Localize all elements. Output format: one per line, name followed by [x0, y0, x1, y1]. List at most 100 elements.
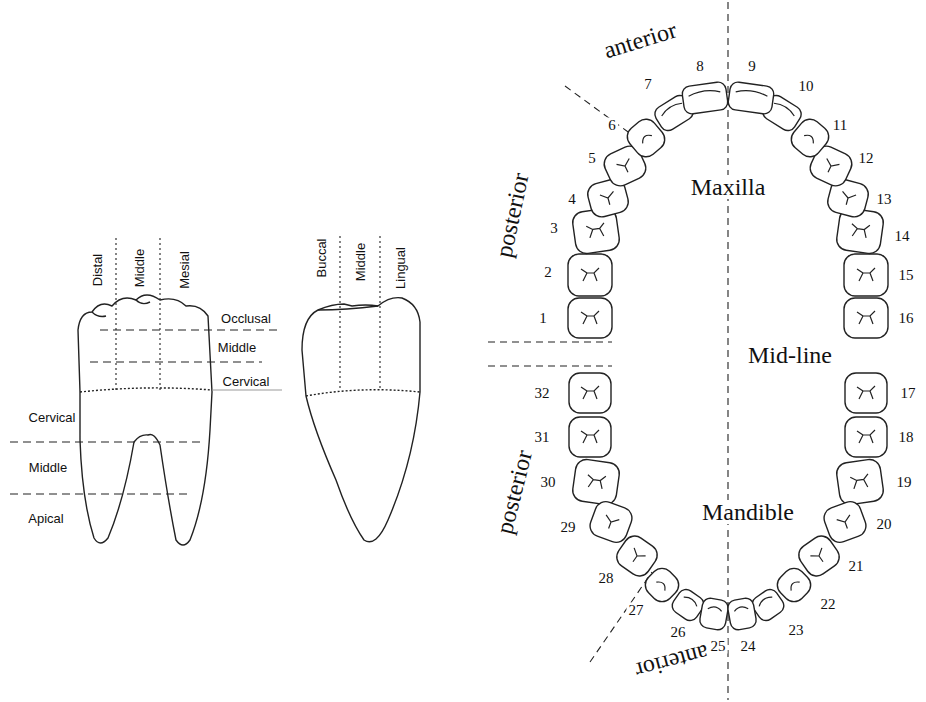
tooth-number-holder: 32 [533, 386, 552, 401]
surface-label-holder: Lingual [394, 245, 407, 291]
zone-label-holder: Occlusal [219, 312, 273, 325]
region-label: anterior [599, 17, 681, 63]
zone-label-holder: Middle [216, 341, 258, 354]
arch-divider [488, 341, 612, 342]
cusp-line [92, 300, 150, 317]
region-label: posterior [492, 446, 537, 538]
zone-label: Cervical [221, 375, 272, 388]
tooth-number-holder: 20 [875, 517, 894, 532]
surface-label-holder: Middle [354, 241, 367, 283]
tooth-number: 23 [787, 623, 806, 638]
zone-label-holder: Cervical [221, 375, 272, 388]
tooth-number: 14 [893, 229, 912, 244]
tooth-number-holder: 27 [627, 603, 646, 618]
tooth-number-holder: 2 [542, 265, 554, 280]
zone-divider [339, 236, 340, 388]
tooth-number: 2 [542, 265, 554, 280]
cemento-enamel-line [306, 390, 420, 396]
tooth-number: 15 [897, 268, 916, 283]
tooth-number: 22 [819, 597, 838, 612]
tooth-number: 13 [875, 192, 894, 207]
zone-divider [212, 389, 282, 390]
zone-label: Distal [91, 252, 104, 289]
tooth-number-holder: 8 [694, 59, 706, 74]
tooth-number: 24 [739, 639, 758, 654]
tooth-outline [699, 597, 730, 631]
jaw-label: Mandible [700, 500, 796, 524]
tooth-number: 5 [586, 151, 598, 166]
jaw-label-holder: Mandible [700, 500, 796, 524]
tooth-outline [568, 254, 612, 296]
tooth-number: 20 [875, 517, 894, 532]
tooth-outline [845, 417, 887, 457]
tooth-outline [844, 298, 888, 338]
zone-label-holder: Middle [133, 247, 146, 289]
cemento-enamel-line [80, 388, 212, 392]
arch-divider [590, 572, 652, 662]
tooth-outline [835, 458, 884, 506]
crown-ridge [318, 306, 378, 310]
zone-divider [10, 441, 200, 442]
tooth-number: 10 [797, 79, 816, 94]
tooth-number-holder: 9 [746, 59, 758, 74]
zone-divider [90, 361, 262, 362]
tooth-number: 28 [597, 571, 616, 586]
surface-label: Middle [354, 241, 367, 283]
premolar-outline [302, 298, 420, 542]
tooth-number: 7 [642, 77, 654, 92]
tooth-outline [845, 373, 887, 413]
tooth-number-holder: 6 [606, 118, 618, 133]
zone-label-holder: Distal [91, 252, 104, 289]
zone-label: Occlusal [219, 312, 273, 325]
tooth-number: 21 [847, 559, 866, 574]
zone-divider [10, 493, 190, 494]
tooth-outline [727, 81, 774, 115]
jaw-label: Maxilla [689, 175, 768, 199]
tooth-number-holder: 23 [787, 623, 806, 638]
zone-label: Apical [26, 512, 65, 525]
tooth-number-holder: 30 [539, 475, 558, 490]
tooth-number-holder: 21 [847, 559, 866, 574]
molar-outline [78, 295, 212, 545]
zone-label-holder: Middle [27, 461, 69, 474]
tooth-number-holder: 18 [897, 430, 916, 445]
tooth-number: 32 [533, 386, 552, 401]
surface-label: Lingual [394, 245, 407, 291]
tooth-outline [681, 81, 728, 115]
zone-divider [379, 236, 380, 388]
tooth-number: 17 [899, 386, 918, 401]
zone-divider [115, 238, 116, 390]
zone-label: Middle [133, 247, 146, 289]
region-label-holder: posterior [492, 446, 537, 538]
mid-line-label-holder: Mid-line [746, 343, 834, 367]
zone-label: Middle [216, 341, 258, 354]
tooth-number-holder: 31 [533, 430, 552, 445]
tooth-number-holder: 3 [548, 221, 560, 236]
tooth-number-holder: 13 [875, 192, 894, 207]
surface-label: Buccal [315, 236, 328, 279]
region-label: posterior [491, 169, 533, 261]
tooth-number: 31 [533, 430, 552, 445]
zone-divider [100, 329, 280, 330]
tooth-number-holder: 29 [559, 520, 578, 535]
tooth-number-holder: 25 [709, 639, 728, 654]
zone-label-holder: Mesial [178, 249, 191, 291]
tooth-outline [727, 597, 758, 631]
tooth-number: 19 [895, 475, 914, 490]
mid-line-label: Mid-line [746, 343, 834, 367]
tooth-number-holder: 12 [857, 151, 876, 166]
tooth-number-holder: 24 [739, 639, 758, 654]
tooth-number: 1 [537, 311, 549, 326]
tooth-number-holder: 22 [819, 597, 838, 612]
tooth-number: 3 [548, 221, 560, 236]
region-label-holder: anterior [599, 17, 681, 63]
tooth-number-holder: 17 [899, 386, 918, 401]
tooth-number: 26 [669, 625, 688, 640]
zone-label-holder: Cervical [27, 411, 78, 424]
tooth-number-holder: 4 [566, 192, 578, 207]
arch-divider [488, 365, 612, 366]
tooth-number: 9 [746, 59, 758, 74]
tooth-number: 27 [627, 603, 646, 618]
zone-divider [159, 238, 160, 390]
tooth-number-holder: 10 [797, 79, 816, 94]
